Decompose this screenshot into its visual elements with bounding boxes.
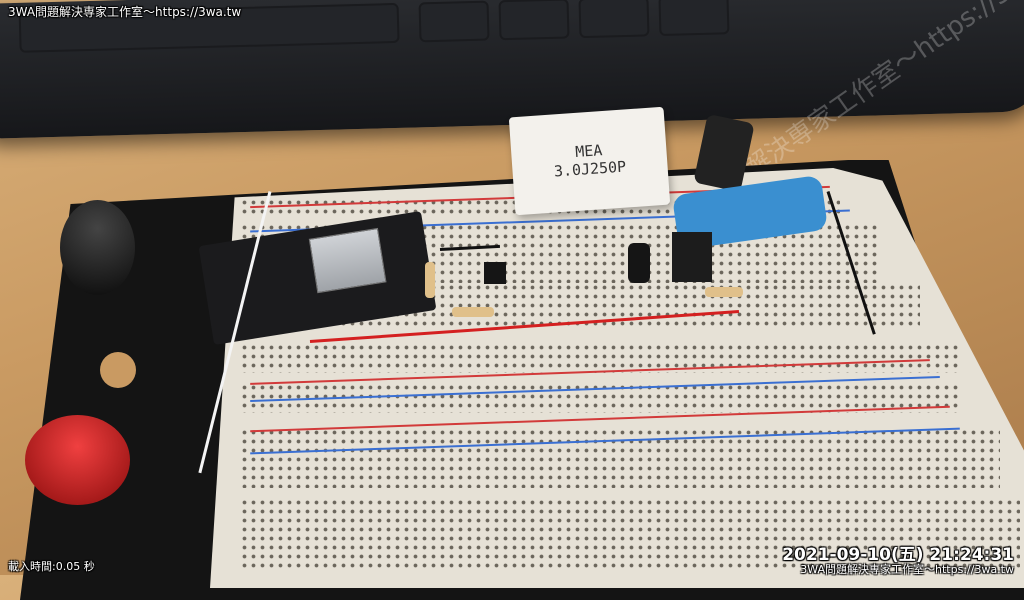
bottom-watermark: 3WA問題解決専家工作室～https://3wa.tw [800,563,1014,576]
esp-module [308,227,387,294]
keyboard-key [498,0,570,41]
black-binding-post [60,200,135,295]
mea-capacitor: MEA 3.0J250P [508,106,671,216]
resistor [425,262,435,298]
optocoupler [484,262,506,284]
timestamp: 2021-09-10(五) 21:24:31 [782,545,1014,565]
top-watermark: 3WA問題解決専家工作室～https://3wa.tw [8,5,242,19]
voltage-regulator [672,232,712,282]
resistor [452,307,494,317]
transistor [628,243,650,283]
mounting-hole [100,352,136,388]
red-binding-post [25,415,130,505]
resistor [705,287,743,297]
keyboard-key [418,0,490,43]
keyboard-key [658,0,730,37]
load-time: 載入時間:0.05 秒 [8,560,95,573]
keyboard-key [578,0,650,39]
